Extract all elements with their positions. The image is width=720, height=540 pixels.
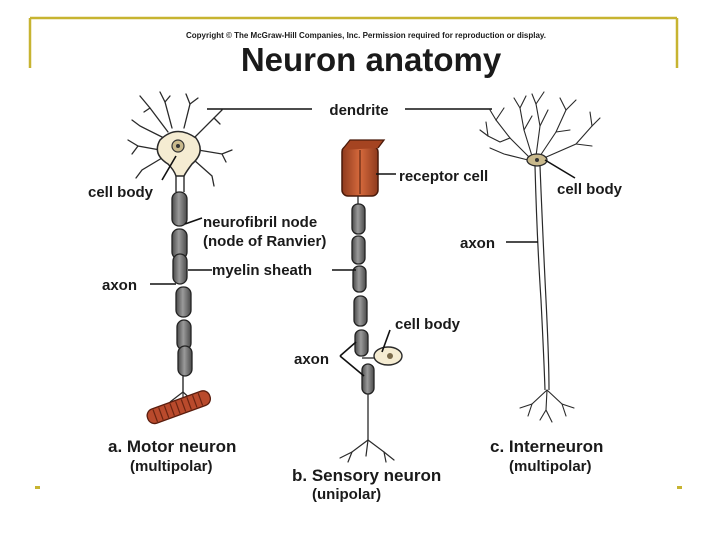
caption-motor-neuron: a. Motor neuron [108, 437, 236, 456]
caption-interneuron-sub: (multipolar) [509, 458, 592, 475]
label-receptor-cell: receptor cell [399, 168, 488, 185]
motor-neuron-illustration [127, 91, 233, 425]
label-myelin-sheath: myelin sheath [212, 262, 312, 279]
label-cell-body-inter: cell body [557, 181, 623, 198]
caption-interneuron: c. Interneuron [490, 437, 603, 456]
label-dendrite: dendrite [329, 102, 388, 119]
interneuron-illustration [479, 91, 601, 423]
label-cell-body-motor: cell body [88, 184, 154, 201]
caption-motor-neuron-sub: (multipolar) [130, 458, 213, 475]
copyright-notice: Copyright © The McGraw-Hill Companies, I… [186, 31, 546, 40]
label-node-of-ranvier: (node of Ranvier) [203, 233, 326, 250]
page-title: Neuron anatomy [241, 41, 502, 78]
label-axon-inter: axon [460, 235, 495, 252]
label-axon-motor: axon [102, 277, 137, 294]
sensory-neuron-illustration [339, 139, 403, 463]
caption-sensory-neuron: b. Sensory neuron [292, 466, 441, 485]
caption-sensory-neuron-sub: (unipolar) [312, 486, 381, 503]
label-neurofibril-node: neurofibril node [203, 214, 317, 231]
label-axon-sensory: axon [294, 351, 329, 368]
leader-lines [150, 108, 576, 377]
label-cell-body-sensory: cell body [395, 316, 461, 333]
slide-frame [28, 16, 682, 489]
